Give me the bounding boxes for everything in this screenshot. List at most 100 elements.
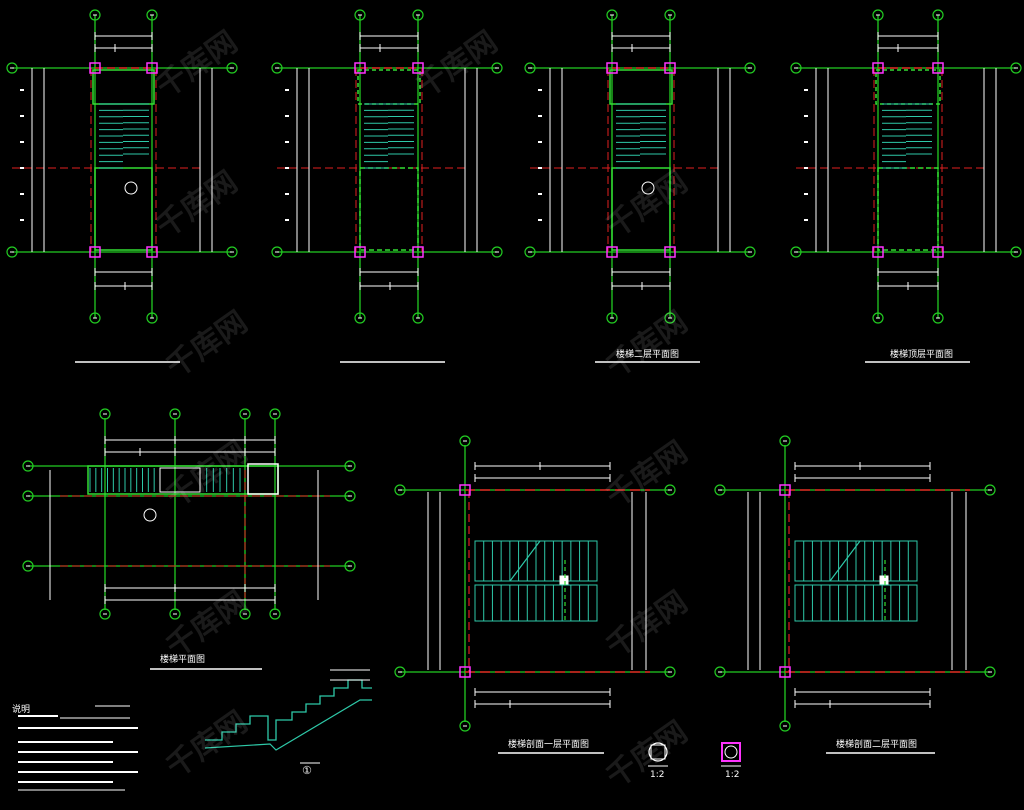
column-marker [664, 246, 676, 258]
post-marker [559, 575, 569, 585]
axis-bubble-bottom-left [606, 312, 618, 324]
room-box [247, 463, 279, 495]
axis-bubble-left [22, 460, 34, 472]
detail-tag-1: 1:2 [650, 770, 665, 780]
plan-title-6: 楼梯剖面一层平面图 [508, 740, 590, 750]
stair-room-walls [611, 167, 671, 251]
section-symbol [143, 508, 157, 522]
axis-bubble-bottom-right [146, 312, 158, 324]
column-marker [459, 666, 471, 678]
column-detail-square [650, 744, 666, 760]
axis-bubble-bottom-right [664, 312, 676, 324]
stair-room-walls [94, 167, 153, 251]
axis-bubble-bottom [99, 608, 111, 620]
axis-bubble-top [169, 408, 181, 420]
axis-bubble-left-bottom [6, 246, 18, 258]
stair-room-walls [359, 167, 419, 251]
landing-box [159, 467, 201, 493]
column-marker [412, 246, 424, 258]
axis-bubble-left-bottom [271, 246, 283, 258]
axis-bubble-bottom [459, 720, 471, 732]
column-marker [459, 484, 471, 496]
axis-bubble-right-top [984, 484, 996, 496]
axis-bubble-right-bottom [744, 246, 756, 258]
column-marker [779, 484, 791, 496]
column-detail-circle [648, 742, 668, 762]
axis-bubble-right-bottom [984, 666, 996, 678]
column-marker [932, 246, 944, 258]
axis-bubble-top-right [664, 9, 676, 21]
axis-bubble-right-top [744, 62, 756, 74]
column-marker [89, 246, 101, 258]
column-marker [664, 62, 676, 74]
axis-bubble-bottom-right [412, 312, 424, 324]
axis-bubble-top-left [606, 9, 618, 21]
section-symbol [641, 181, 655, 195]
axis-bubble-bottom-left [354, 312, 366, 324]
axis-bubble-left-top [714, 484, 726, 496]
axis-bubble-top [459, 435, 471, 447]
axis-bubble-right-bottom [664, 666, 676, 678]
axis-bubble-left-bottom [524, 246, 536, 258]
axis-bubble-right-bottom [1010, 246, 1022, 258]
stair-landing [875, 69, 941, 105]
column-marker [872, 246, 884, 258]
column-marker [412, 62, 424, 74]
plan-title-4: 楼梯顶层平面图 [890, 350, 954, 360]
column-marker [146, 62, 158, 74]
axis-bubble-top [779, 435, 791, 447]
column-marker [354, 246, 366, 258]
axis-bubble-bottom [779, 720, 791, 732]
axis-bubble-top [99, 408, 111, 420]
axis-bubble-left-top [394, 484, 406, 496]
stair-landing [92, 69, 155, 105]
axis-bubble-right-top [491, 62, 503, 74]
axis-bubble-bottom-right [932, 312, 944, 324]
section-mark: ① [302, 764, 312, 777]
axis-bubble-bottom-left [89, 312, 101, 324]
axis-bubble-right [344, 460, 356, 472]
axis-bubble-top-left [872, 9, 884, 21]
axis-bubble-right [344, 490, 356, 502]
axis-bubble-top [269, 408, 281, 420]
axis-bubble-left-top [271, 62, 283, 74]
column-marker [606, 62, 618, 74]
plan-title-7: 楼梯剖面二层平面图 [836, 740, 918, 750]
stair-break-line [509, 540, 541, 582]
axis-bubble-left [22, 490, 34, 502]
axis-bubble-right-top [226, 62, 238, 74]
axis-bubble-left-top [6, 62, 18, 74]
column-detail-inner [724, 745, 738, 759]
column-marker [354, 62, 366, 74]
axis-bubble-right-bottom [226, 246, 238, 258]
column-marker [89, 62, 101, 74]
axis-bubble-top-left [354, 9, 366, 21]
axis-bubble-left-top [524, 62, 536, 74]
axis-bubble-top-left [89, 9, 101, 21]
plan-title-3: 楼梯二层平面图 [616, 350, 680, 360]
axis-bubble-right-bottom [491, 246, 503, 258]
column-marker [146, 246, 158, 258]
stair-corridor [87, 465, 279, 495]
axis-bubble-right-top [664, 484, 676, 496]
axis-bubble-left-top [790, 62, 802, 74]
axis-bubble-bottom [239, 608, 251, 620]
axis-bubble-top-right [932, 9, 944, 21]
axis-bubble-bottom-left [872, 312, 884, 324]
axis-bubble-bottom [269, 608, 281, 620]
axis-bubble-bottom [169, 608, 181, 620]
post-marker [879, 575, 889, 585]
notes-heading: 说明 [12, 705, 31, 715]
axis-bubble-top-right [412, 9, 424, 21]
section-symbol [124, 181, 138, 195]
axis-bubble-top [239, 408, 251, 420]
axis-bubble-left [22, 560, 34, 572]
axis-bubble-top-right [146, 9, 158, 21]
axis-bubble-left-bottom [394, 666, 406, 678]
plan-title-5: 楼梯平面图 [160, 655, 206, 665]
axis-bubble-left-bottom [714, 666, 726, 678]
axis-bubble-left-bottom [790, 246, 802, 258]
detail-tag-2: 1:2 [725, 770, 740, 780]
column-marker [872, 62, 884, 74]
